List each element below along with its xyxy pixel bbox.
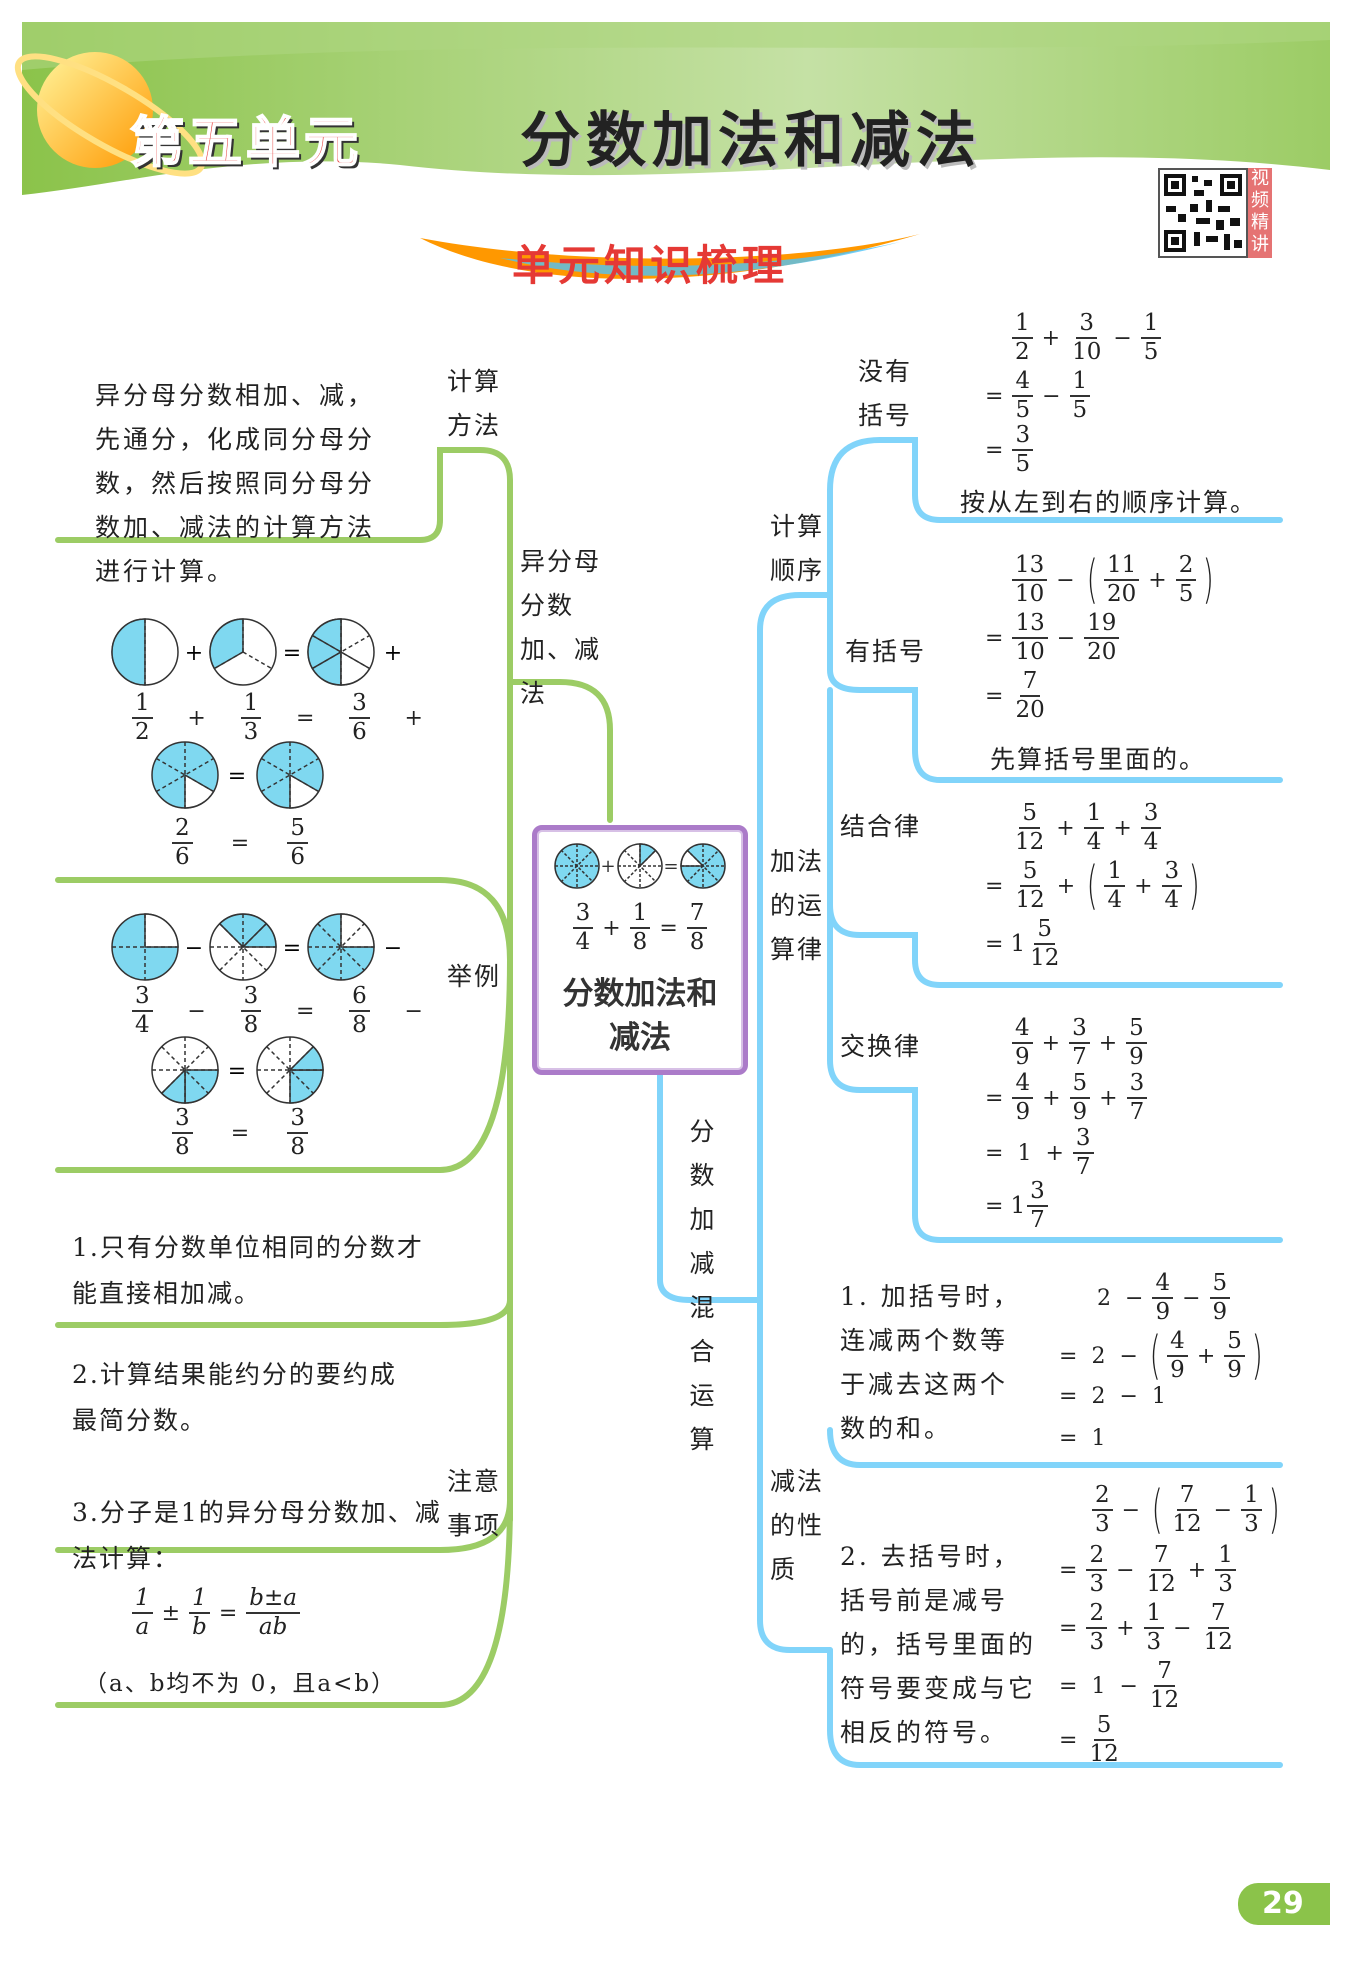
svg-text:−: − <box>185 936 203 961</box>
svg-text:=: = <box>228 1059 246 1084</box>
section-title-swoosh <box>420 234 920 279</box>
svg-text:=: = <box>283 641 301 666</box>
label-example: 举例 <box>447 962 502 991</box>
page-title: 分数加法和减法 <box>520 106 982 176</box>
label-laws: 加法的运算律 <box>770 847 825 964</box>
label-mixed: 分数加减混合运算 <box>689 1117 717 1454</box>
calc-method-text: 异分母分数相加、减，先通分，化成同分母分数，然后按照同分母分数加、减法的计算方法… <box>95 381 376 586</box>
page-number: 29 <box>1262 1886 1304 1921</box>
note-3-condition: （a、b均不为 0，且a<b） <box>84 1671 397 1697</box>
unit-label: 第五单元 <box>129 110 362 175</box>
page-number-tab <box>1238 1883 1330 1925</box>
svg-text:=: = <box>283 936 301 961</box>
note-3: 3.分子是1的异分母分数加、减法计算： <box>72 1498 442 1573</box>
svg-text:−: − <box>384 936 402 961</box>
qr-caption: 视频精讲 <box>1248 168 1272 258</box>
label-sub-property: 减法的性质 <box>770 1467 825 1584</box>
center-title: 分数加法和减法 <box>562 976 718 1056</box>
note-2: 2.计算结果能约分的要约成最简分数。 <box>72 1360 397 1435</box>
note-1: 1.只有分数单位相同的分数才能直接相加减。 <box>72 1233 424 1308</box>
label-order: 计算顺序 <box>770 512 825 585</box>
svg-text:+: + <box>185 641 203 666</box>
label-calc-method: 计算方法 <box>447 367 502 440</box>
section-title: 单元知识梳理 <box>512 241 789 290</box>
no-paren-note: 按从左到右的顺序计算。 <box>960 488 1258 517</box>
qr-code[interactable] <box>1158 168 1248 258</box>
example1-circles: + = + = <box>111 618 402 809</box>
paren-note: 先算括号里面的。 <box>990 745 1207 774</box>
center-equals: = <box>663 856 678 877</box>
sub1-text: 1. 加括号时，连减两个数等于减去这两个数的和。 <box>840 1282 1021 1443</box>
label-yifenmu: 异分母分数加、减法 <box>520 547 602 708</box>
svg-text:=: = <box>228 764 246 789</box>
label-notes: 注意事项 <box>447 1467 502 1540</box>
header-banner <box>14 22 1330 195</box>
label-no-paren: 没有括号 <box>858 357 913 430</box>
sub1-line4: =1 <box>1059 1426 1106 1451</box>
label-assoc: 结合律 <box>840 812 922 841</box>
center-circles: + = <box>554 843 726 889</box>
center-plus: + <box>600 856 615 877</box>
example2-circles: − = − = <box>111 913 402 1104</box>
label-commut: 交换律 <box>840 1032 922 1061</box>
sub2-text: 2. 去括号时，括号前是减号的，括号里面的符号要变成与它相反的符号。 <box>840 1542 1037 1747</box>
sub1-line3: =2−1 <box>1059 1384 1166 1409</box>
svg-text:+: + <box>384 641 402 666</box>
label-paren: 有括号 <box>845 637 927 666</box>
